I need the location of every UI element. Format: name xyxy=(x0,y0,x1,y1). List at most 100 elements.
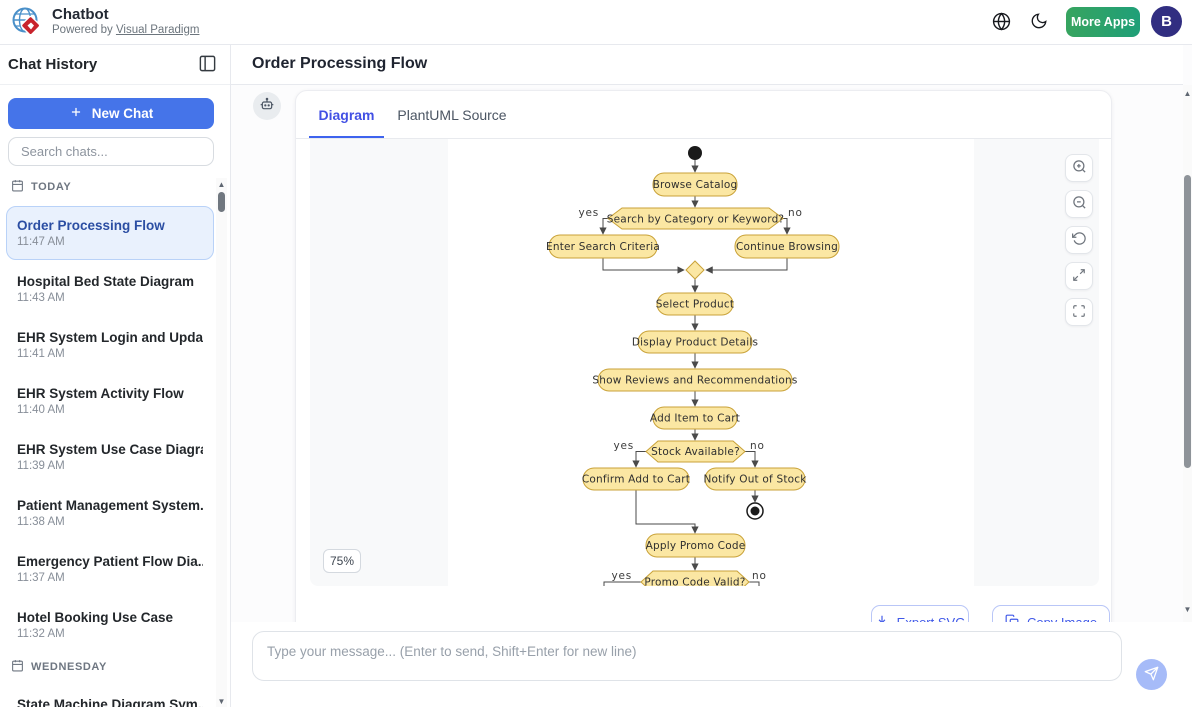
new-chat-button[interactable]: New Chat xyxy=(8,98,214,129)
node-continue-browsing: Continue Browsing xyxy=(734,234,840,259)
sidebar-scrollbar[interactable]: ▲ ▼ xyxy=(216,178,227,707)
chat-item-title: Emergency Patient Flow Dia... xyxy=(17,554,203,569)
chat-item-title: Order Processing Flow xyxy=(17,218,165,233)
svg-text:Enter Search Criteria: Enter Search Criteria xyxy=(546,241,660,253)
activity-diagram-svg: Browse Catalog Search by Category or Key… xyxy=(546,146,840,587)
chat-item-title: EHR System Login and Upda... xyxy=(17,330,203,345)
sidebar-header: Chat History xyxy=(0,45,230,85)
bot-avatar xyxy=(253,92,281,120)
diagram-zoom-controls xyxy=(1065,154,1093,326)
chat-item-time: 11:43 AM xyxy=(17,292,65,304)
section-label: WEDNESDAY xyxy=(31,661,107,673)
branch-label-yes: yes xyxy=(613,440,634,452)
active-tab-underline xyxy=(309,136,384,139)
zoom-out-button[interactable] xyxy=(1065,190,1093,218)
chat-item-ehr-usecase[interactable]: EHR System Use Case Diagram 11:39 AM xyxy=(6,430,214,484)
reset-rotate-icon xyxy=(1071,231,1087,249)
globe-icon xyxy=(992,12,1011,34)
reset-view-button[interactable] xyxy=(1065,226,1093,254)
section-today: TODAY xyxy=(11,179,71,195)
powered-by: Powered by Visual Paradigm xyxy=(52,24,199,36)
chat-item-emergency-flow[interactable]: Emergency Patient Flow Dia... 11:37 AM xyxy=(6,542,214,596)
sidebar: Chat History New Chat xyxy=(0,45,231,707)
visual-paradigm-logo xyxy=(10,5,44,39)
chat-item-title: Hotel Booking Use Case xyxy=(17,610,174,625)
branch-label-yes: yes xyxy=(611,570,632,582)
zoom-in-button[interactable] xyxy=(1065,154,1093,182)
zoom-level-badge: 75% xyxy=(323,549,361,573)
svg-text:Select Product: Select Product xyxy=(656,299,734,311)
powered-by-prefix: Powered by xyxy=(52,24,113,36)
chat-item-time: 11:39 AM xyxy=(17,460,65,472)
collapse-sidebar-button[interactable] xyxy=(196,54,218,76)
scroll-down-arrow[interactable]: ▼ xyxy=(217,696,226,706)
zoom-out-icon xyxy=(1072,195,1087,213)
branch-label-no: no xyxy=(752,570,767,582)
message-composer xyxy=(231,622,1192,707)
language-globe-button[interactable] xyxy=(988,9,1015,36)
expand-arrows-icon xyxy=(1072,268,1086,285)
chat-item-title: Hospital Bed State Diagram xyxy=(17,274,195,289)
robot-icon xyxy=(259,96,275,117)
node-enter-search-criteria: Enter Search Criteria xyxy=(546,234,660,259)
svg-text:Show Reviews and Recommendatio: Show Reviews and Recommendations xyxy=(592,375,797,387)
node-browse-catalog: Browse Catalog xyxy=(652,172,738,197)
send-paper-plane-icon xyxy=(1144,666,1159,684)
scroll-up-arrow[interactable]: ▲ xyxy=(1183,88,1192,98)
user-avatar[interactable]: B xyxy=(1151,6,1182,37)
fullscreen-button[interactable] xyxy=(1065,298,1093,326)
conversation-titlebar: Order Processing Flow xyxy=(231,45,1183,85)
svg-text:Search by Category or Keyword?: Search by Category or Keyword? xyxy=(607,214,784,226)
chat-item-title: State Machine Diagram Sym... xyxy=(17,697,203,707)
search-chats-input[interactable] xyxy=(8,137,214,166)
visual-paradigm-link[interactable]: Visual Paradigm xyxy=(115,24,200,36)
chat-item-time: 11:41 AM xyxy=(17,348,65,360)
scroll-up-arrow[interactable]: ▲ xyxy=(217,179,226,189)
fit-expand-button[interactable] xyxy=(1065,262,1093,290)
svg-text:Confirm Add to Cart: Confirm Add to Cart xyxy=(582,474,690,486)
chat-item-time: 11:37 AM xyxy=(17,572,65,584)
node-confirm-add-to-cart: Confirm Add to Cart xyxy=(582,467,690,491)
diagram-viewport[interactable]: Browse Catalog Search by Category or Key… xyxy=(310,139,1099,586)
chat-item-time: 11:47 AM xyxy=(17,236,65,248)
sidebar-scrollbar-thumb[interactable] xyxy=(218,192,225,212)
send-button[interactable] xyxy=(1136,659,1167,690)
more-apps-button[interactable]: More Apps xyxy=(1066,7,1140,37)
chat-item-title: EHR System Activity Flow xyxy=(17,386,184,401)
chat-item-hospital-bed[interactable]: Hospital Bed State Diagram 11:43 AM xyxy=(6,262,214,316)
main-scrollbar-thumb[interactable] xyxy=(1184,175,1191,468)
node-select-product: Select Product xyxy=(656,292,734,316)
dark-mode-button[interactable] xyxy=(1025,9,1052,36)
fullscreen-brackets-icon xyxy=(1072,304,1086,321)
main-scrollbar[interactable]: ▲ ▼ xyxy=(1183,85,1192,622)
svg-text:Promo Code Valid?: Promo Code Valid? xyxy=(644,577,745,587)
svg-text:Notify Out of Stock: Notify Out of Stock xyxy=(703,474,807,486)
chat-item-patient-mgmt[interactable]: Patient Management System... 11:38 AM xyxy=(6,486,214,540)
chat-item-order-processing[interactable]: Order Processing Flow 11:47 AM xyxy=(6,206,214,260)
svg-text:Browse Catalog: Browse Catalog xyxy=(653,179,738,191)
tab-diagram[interactable]: Diagram xyxy=(309,91,384,138)
branch-label-yes: yes xyxy=(578,207,599,219)
scroll-down-arrow[interactable]: ▼ xyxy=(1183,604,1192,614)
chat-item-time: 11:40 AM xyxy=(17,404,65,416)
svg-text:Apply Promo Code: Apply Promo Code xyxy=(646,540,746,552)
chat-item-title: Patient Management System... xyxy=(17,498,203,513)
branch-label-no: no xyxy=(788,207,803,219)
chat-item-state-machine[interactable]: State Machine Diagram Sym... xyxy=(6,685,214,707)
chat-item-hotel-booking[interactable]: Hotel Booking Use Case 11:32 AM xyxy=(6,598,214,652)
node-display-product-details: Display Product Details xyxy=(632,330,758,354)
chat-item-ehr-login[interactable]: EHR System Login and Upda... 11:41 AM xyxy=(6,318,214,372)
chat-item-ehr-activity[interactable]: EHR System Activity Flow 11:40 AM xyxy=(6,374,214,428)
message-input[interactable] xyxy=(252,631,1122,681)
calendar-icon xyxy=(11,179,24,195)
node-apply-promo-code: Apply Promo Code xyxy=(645,533,746,558)
end-node xyxy=(746,502,764,520)
node-show-reviews: Show Reviews and Recommendations xyxy=(592,368,797,392)
app-header: Chatbot Powered by Visual Paradigm More … xyxy=(0,0,1192,45)
moon-icon xyxy=(1030,12,1048,33)
tab-plantuml-source[interactable]: PlantUML Source xyxy=(392,91,512,138)
chat-item-title: EHR System Use Case Diagram xyxy=(17,442,203,457)
svg-text:Display Product Details: Display Product Details xyxy=(632,337,758,349)
merge-diamond xyxy=(685,260,705,280)
